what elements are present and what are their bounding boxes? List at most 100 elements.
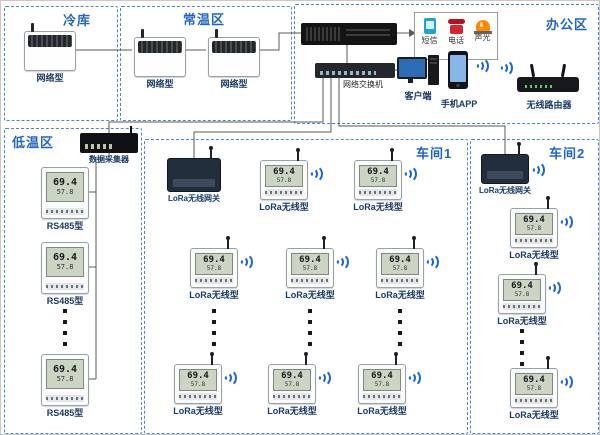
device-label: LoRa无线型 [189, 290, 239, 300]
device-label: LoRa无线型 [173, 406, 223, 416]
wifi-icon [235, 253, 253, 271]
antenna [322, 236, 326, 249]
wifi-icon [555, 373, 573, 391]
antenna [546, 196, 550, 209]
antenna [390, 148, 394, 161]
network-sensor-cold: 网络型 [15, 21, 85, 83]
meter-foot [359, 189, 397, 196]
lora-gateway-ws2: LoRa无线网关 [473, 142, 545, 196]
device-label: 网络型 [36, 73, 64, 83]
client-label: 客户端 [404, 91, 432, 101]
antenna [226, 236, 230, 249]
network-sensor-body [208, 29, 260, 77]
region-label-ws1: 车间1 [416, 146, 453, 161]
device-label: LoRa无线型 [509, 410, 559, 420]
device-label: LoRa无线网关 [168, 194, 220, 203]
meter-foot [381, 277, 419, 284]
wifi-icon [555, 213, 573, 231]
meter-foot [265, 189, 303, 196]
meter-foot [515, 237, 553, 244]
device-label: LoRa无线型 [259, 202, 309, 212]
meter-foot [46, 208, 84, 215]
device-label: 数据采集器 [89, 155, 129, 164]
meter-foot [515, 397, 553, 404]
arrow-head [409, 29, 416, 37]
wireless-router [517, 77, 579, 92]
region-office [294, 4, 599, 124]
region-workshop1 [144, 139, 468, 434]
region-label-office: 办公区 [546, 17, 589, 32]
wifi-icon [331, 253, 349, 271]
lora-gateway-ws1: LoRa无线网关 [159, 146, 229, 204]
antenna [517, 142, 521, 155]
router-lights [525, 85, 555, 88]
wifi-icon [421, 253, 439, 271]
region-label-normal: 常温区 [183, 12, 226, 27]
antenna [546, 356, 550, 369]
sound-light-label: 声光 [474, 33, 491, 42]
pc-tower-icon [428, 55, 439, 85]
region-workshop2 [470, 139, 599, 434]
device-label: LoRa无线型 [509, 250, 559, 260]
phone-label: 电话 [448, 36, 464, 45]
region-low-temp [4, 128, 142, 434]
antenna [534, 262, 538, 275]
wifi-icon [219, 369, 237, 387]
alarm-server-rack [301, 23, 397, 45]
lora-gateway-body [167, 146, 221, 192]
alarm-output-box: 短信 电话 声光 [414, 12, 498, 60]
sms-alert: 短信 [418, 18, 442, 59]
network-sensor-1: 网络型 [125, 27, 195, 89]
device-label: LoRa无线型 [285, 290, 335, 300]
phone-alert: 电话 [444, 18, 468, 59]
meter-foot [195, 277, 233, 284]
ellipsis-dots [212, 309, 216, 346]
smartphone [448, 51, 468, 89]
ellipsis-dots [520, 329, 524, 366]
device-label: LoRa无线型 [267, 406, 317, 416]
device-label: RS485型 [46, 296, 84, 306]
sound-light-alert: 声光 [471, 18, 495, 59]
wifi-icon [471, 57, 489, 75]
client-pc [397, 55, 441, 89]
region-label-ws2: 车间2 [549, 146, 586, 161]
ellipsis-dots [398, 309, 402, 346]
network-sensor-body [24, 23, 76, 71]
meter-foot [179, 393, 217, 400]
lora-gateway-body [481, 142, 529, 184]
switch-label: 网络交换机 [343, 80, 383, 89]
device-label: 网络型 [220, 79, 248, 89]
region-label-low: 低温区 [12, 135, 55, 150]
region-label-cold: 冷库 [63, 13, 92, 28]
ellipsis-dots [63, 309, 67, 346]
network-switch [315, 63, 395, 78]
device-label: 网络型 [146, 79, 174, 89]
antenna [304, 352, 308, 365]
wifi-icon [305, 165, 323, 183]
